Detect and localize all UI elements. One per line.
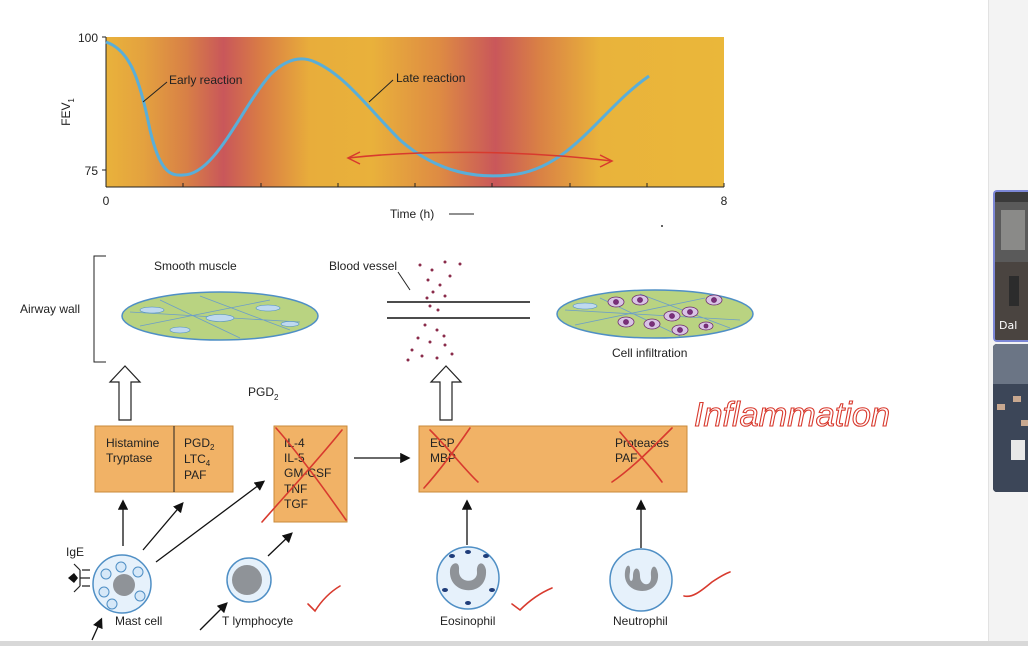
cytokine-il5: IL-5: [284, 451, 305, 465]
cytokine-tgf: TGF: [284, 497, 308, 511]
y-axis-label: FEV1: [59, 98, 76, 126]
ige-receptor: IgE: [66, 545, 90, 593]
pathway-arrows: [91, 452, 647, 641]
blood-vessel-label: Blood vessel: [329, 259, 397, 273]
hollow-arrow-left: [108, 365, 142, 421]
neutrophil: [609, 548, 673, 612]
ink-cross-cytokines: [261, 427, 347, 523]
x-tick-label-0: 0: [103, 194, 110, 208]
chart-plot-area: [106, 37, 724, 187]
ige-label: IgE: [66, 545, 84, 559]
x-ticks: [182, 183, 725, 187]
ink-check-tlymph: [307, 585, 341, 613]
ink-check-neut: [683, 571, 731, 598]
ink-cross-ecp-mbp: [423, 427, 479, 489]
mast-cell-label: Mast cell: [115, 614, 162, 628]
late-reaction-label: Late reaction: [396, 71, 465, 85]
handwritten-inflammation: Inflammation: [694, 396, 890, 434]
cell-infiltration-label: Cell infiltration: [612, 346, 687, 360]
neutrophil-label: Neutrophil: [613, 614, 668, 628]
mediator-histamine: Histamine: [106, 436, 160, 450]
video-sidebar: Dal: [988, 0, 1028, 646]
svg-text:FEV1: FEV1: [59, 98, 76, 126]
t-lymphocyte-label: T lymphocyte: [222, 614, 293, 628]
bottom-scrollbar[interactable]: [0, 641, 1028, 646]
blood-vessel-pointer: [397, 271, 411, 291]
cytokine-gmcsf: GM-CSF: [284, 466, 331, 480]
y-tick-label-100: 100: [78, 31, 98, 45]
slide-canvas: 100 75 0 8 Time (h) FEV1 Early reaction …: [20, 31, 891, 641]
mediator-paf: PAF: [184, 468, 206, 482]
hollow-arrow-right: [429, 365, 463, 421]
fev1-chart: 100 75 0 8 Time (h) FEV1 Early reaction …: [59, 31, 728, 221]
t-lymphocyte: [226, 557, 272, 603]
participant-video-frame-2: [993, 344, 1028, 492]
cell-infiltration-lens: [556, 289, 754, 339]
x-tick-label-8: 8: [721, 194, 728, 208]
eosinophil-label: Eosinophil: [440, 614, 495, 628]
ink-cross-proteases-paf: [611, 427, 673, 483]
participant-name: Dal: [999, 319, 1018, 332]
late-phase-ink-arrow: [346, 151, 614, 168]
cytokine-tnf: TNF: [284, 482, 307, 496]
early-pointer: [142, 81, 168, 103]
participant-video-frame: [995, 192, 1028, 340]
participant-video[interactable]: [993, 344, 1028, 492]
smooth-muscle-label: Smooth muscle: [154, 259, 237, 273]
smooth-muscle-lens: [121, 291, 319, 341]
blood-vessel: [387, 260, 530, 362]
granulocyte-mediators-box: ECP MBP Proteases PAF: [418, 425, 688, 493]
mediator-paf-neutrophil: PAF: [615, 451, 637, 465]
y-tick-label-75: 75: [85, 164, 99, 178]
late-pointer: [368, 79, 394, 103]
ink-annotations: [261, 427, 731, 613]
mediator-pgd2: PGD2: [184, 436, 215, 452]
lecture-slide: 100 75 0 8 Time (h) FEV1 Early reaction …: [20, 31, 891, 641]
mediator-proteases: Proteases: [615, 436, 669, 450]
ink-check-eos: [511, 587, 553, 612]
airway-wall-bracket: [93, 255, 106, 363]
x-axis-label: Time (h): [390, 207, 434, 221]
mediator-ltc4: LTC4: [184, 452, 211, 468]
cytokine-il4: IL-4: [284, 436, 305, 450]
mast-cell: [92, 554, 152, 614]
fev1-curve: [105, 40, 650, 178]
participant-video-active[interactable]: Dal: [993, 190, 1028, 342]
early-reaction-label: Early reaction: [169, 73, 242, 87]
stray-dot: [661, 225, 663, 227]
airway-wall-label: Airway wall: [20, 302, 80, 316]
mediator-mbp: MBP: [430, 451, 456, 465]
airway-wall-section: Airway wall Smooth muscle Blood vessel C…: [20, 255, 754, 363]
mast-cell-mediators-box: Histamine Tryptase PGD2 LTC4 PAF: [94, 425, 234, 493]
pgd2-label: PGD2: [248, 385, 279, 402]
cytokines-box: IL-4 IL-5 GM-CSF TNF TGF: [273, 425, 348, 523]
mediator-tryptase: Tryptase: [106, 451, 153, 465]
eosinophil: [436, 546, 500, 610]
